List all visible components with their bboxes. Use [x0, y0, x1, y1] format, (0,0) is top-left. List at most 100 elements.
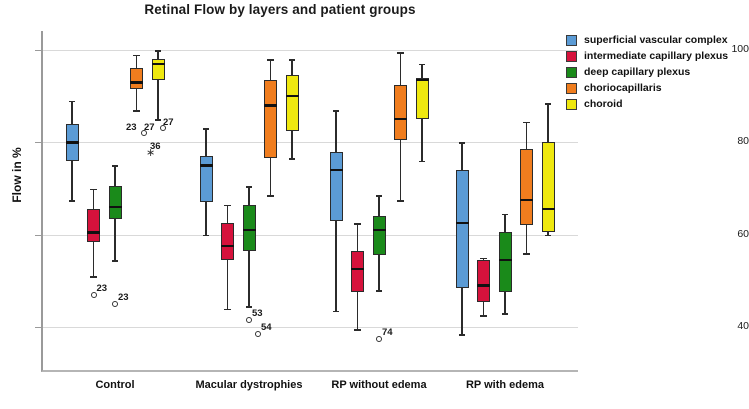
legend-item-deep-capillary-plexus[interactable]: deep capillary plexus: [566, 65, 749, 79]
whisker-cap-upper: [523, 121, 530, 124]
outlier-label: 74: [382, 326, 393, 338]
whisker-cap-lower: [354, 329, 361, 331]
whisker-cap-upper: [375, 195, 383, 198]
legend: superficial vascular complex intermediate…: [566, 33, 749, 113]
y-axis-label: Flow in %: [10, 147, 24, 203]
legend-item-intermediate-capillary-plexus[interactable]: intermediate capillary plexus: [566, 49, 749, 63]
whisker-cap-upper: [202, 128, 210, 131]
median-line: [372, 229, 386, 232]
whisker-cap-upper: [544, 103, 552, 105]
y-tick-mark-60: [35, 234, 41, 236]
box-rect: [477, 260, 490, 302]
whisker-line: [157, 50, 159, 120]
whisker-cap-lower: [501, 313, 509, 315]
median-line: [65, 141, 79, 144]
boxplot-superficial-vascular-complex-RP-without-edema: [329, 0, 343, 409]
gridline-60: [41, 234, 578, 236]
outlier-point: [160, 125, 166, 132]
boxplot-superficial-vascular-complex-Control: [65, 0, 79, 409]
whisker-cap-upper: [111, 165, 119, 167]
x-group-label-rp-without-edema: RP without edema: [331, 379, 427, 391]
whisker-cap-lower: [523, 253, 530, 255]
legend-label: choroid: [584, 98, 623, 110]
box-rect: [372, 216, 386, 256]
box-rect: [130, 68, 143, 90]
y-tick-label-80: 80: [737, 135, 749, 148]
median-line: [351, 268, 364, 271]
y-tick-mark-40: [35, 327, 41, 328]
outlier-label: 36: [150, 140, 161, 152]
boxplot-intermediate-capillary-plexus-Control: 23: [87, 0, 107, 409]
box-rect: [455, 170, 469, 288]
whisker-cap-upper: [245, 186, 253, 188]
plot-area: [41, 31, 578, 372]
whisker-cap-upper: [68, 100, 76, 103]
median-line: [498, 259, 512, 262]
whisker-cap-lower: [90, 276, 97, 278]
median-line: [242, 229, 256, 232]
box-rect: [87, 209, 100, 242]
whisker-cap-lower: [224, 308, 231, 311]
legend-swatch-icon: [566, 66, 577, 78]
whisker-cap-lower: [332, 310, 340, 313]
median-line: [108, 205, 122, 209]
median-line: [87, 231, 100, 234]
legend-item-superficial-vascular-complex[interactable]: superficial vascular complex: [566, 33, 749, 47]
whisker-cap-upper: [267, 59, 274, 61]
gridline-80: [41, 142, 578, 144]
box-rect: [221, 223, 234, 261]
whisker-cap-upper: [288, 59, 296, 61]
whisker-cap-lower: [480, 315, 487, 318]
whisker-cap-upper: [332, 110, 340, 112]
box-rect: [520, 149, 533, 226]
boxplot-choroid-RP-with-edema: [541, 0, 555, 409]
legend-item-choriocapillaris[interactable]: choriocapillaris: [566, 81, 749, 95]
boxplot-deep-capillary-plexus-Control: 23: [108, 0, 129, 409]
boxplot-choroid-Macular-dystrophies: [285, 0, 299, 409]
box-rect: [415, 77, 429, 120]
whisker-cap-lower: [458, 333, 466, 336]
gridline-100: [41, 50, 578, 51]
legend-label: intermediate capillary plexus: [584, 50, 729, 62]
whisker-cap-upper: [501, 213, 509, 216]
legend-item-choroid[interactable]: choroid: [566, 97, 749, 111]
median-line: [130, 81, 143, 84]
legend-swatch-icon: [566, 82, 577, 94]
whisker-cap-lower: [544, 234, 552, 237]
whisker-cap-lower: [245, 306, 253, 308]
x-group-label-control: Control: [95, 379, 135, 391]
whisker-cap-upper: [154, 50, 162, 52]
whisker-cap-lower: [154, 119, 162, 121]
y-tick-mark-100: [35, 50, 41, 51]
outlier-point: [112, 300, 118, 307]
y-tick-label-40: 40: [737, 320, 749, 332]
boxplot-choriocapillaris-RP-with-edema: [520, 0, 533, 409]
outlier-label: 23: [96, 282, 108, 294]
boxplot-deep-capillary-plexus-RP-without-edema: 74: [372, 0, 393, 409]
median-line: [264, 104, 277, 107]
outlier-label: 23: [118, 291, 129, 303]
median-line: [329, 169, 343, 172]
box-rect: [329, 151, 343, 221]
whisker-cap-upper: [133, 54, 140, 57]
boxplot-intermediate-capillary-plexus-RP-with-edema: [477, 0, 490, 409]
whisker-cap-lower: [288, 158, 296, 161]
whisker-cap-upper: [418, 63, 426, 66]
boxplot-choriocapillaris-Macular-dystrophies: [264, 0, 277, 409]
whisker-cap-lower: [397, 200, 404, 202]
outlier-label: 23: [126, 122, 137, 134]
median-line: [285, 95, 299, 98]
box-rect: [498, 232, 512, 293]
whisker-cap-lower: [111, 260, 119, 262]
whisker-cap-lower: [375, 290, 383, 292]
median-line: [520, 199, 533, 202]
median-line: [455, 222, 469, 225]
gridline-40: [41, 327, 578, 328]
outlier-point: [255, 330, 261, 337]
box-rect: [394, 84, 407, 141]
legend-label: deep capillary plexus: [584, 66, 691, 78]
box-rect: [242, 204, 256, 251]
box-rect: [541, 142, 555, 233]
outlier-star: ∗: [146, 146, 156, 159]
